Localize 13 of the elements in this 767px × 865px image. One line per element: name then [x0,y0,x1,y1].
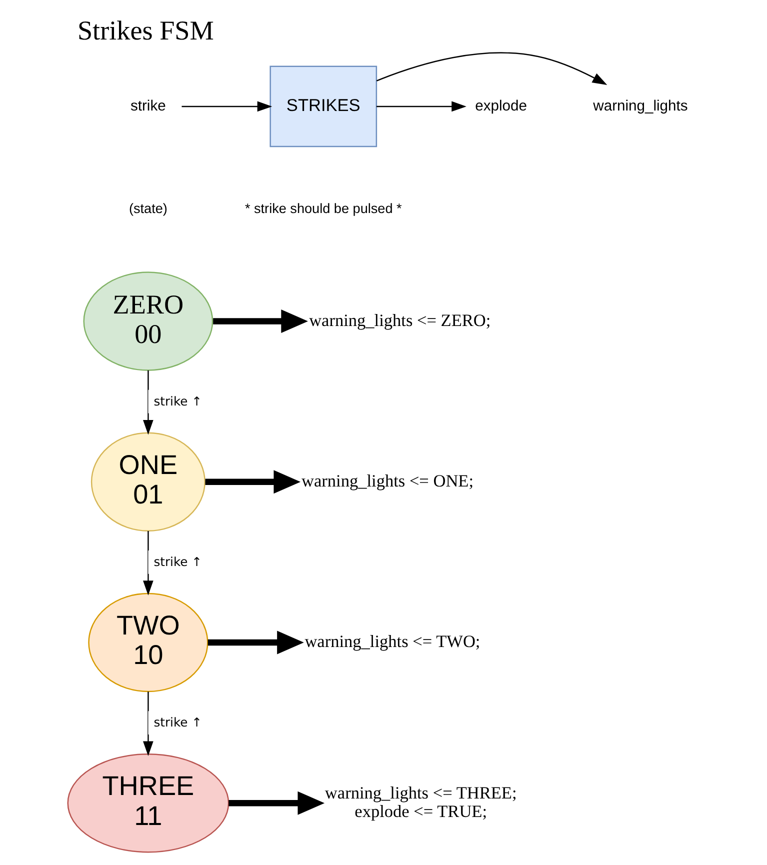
label: * strike should be pulsed * [244,200,402,216]
edge-label: strike ↑ [154,716,202,730]
node-text: warning_lights <= TWO; [304,632,480,652]
diagram-title: Strikes FSM [77,16,214,46]
node-text: warning_lights [593,98,688,114]
node-text: explode [475,98,527,114]
node-text: strike [130,98,166,114]
edge-label: strike ↑ [154,394,202,408]
edge-label: strike ↑ [154,554,202,569]
label: (state) [128,200,168,216]
node-text: warning_lights <= THREE; explode <= TRUE; [324,783,517,821]
node-text: warning_lights <= ZERO; [309,310,491,330]
node-text: warning_lights <= ONE; [302,471,474,490]
